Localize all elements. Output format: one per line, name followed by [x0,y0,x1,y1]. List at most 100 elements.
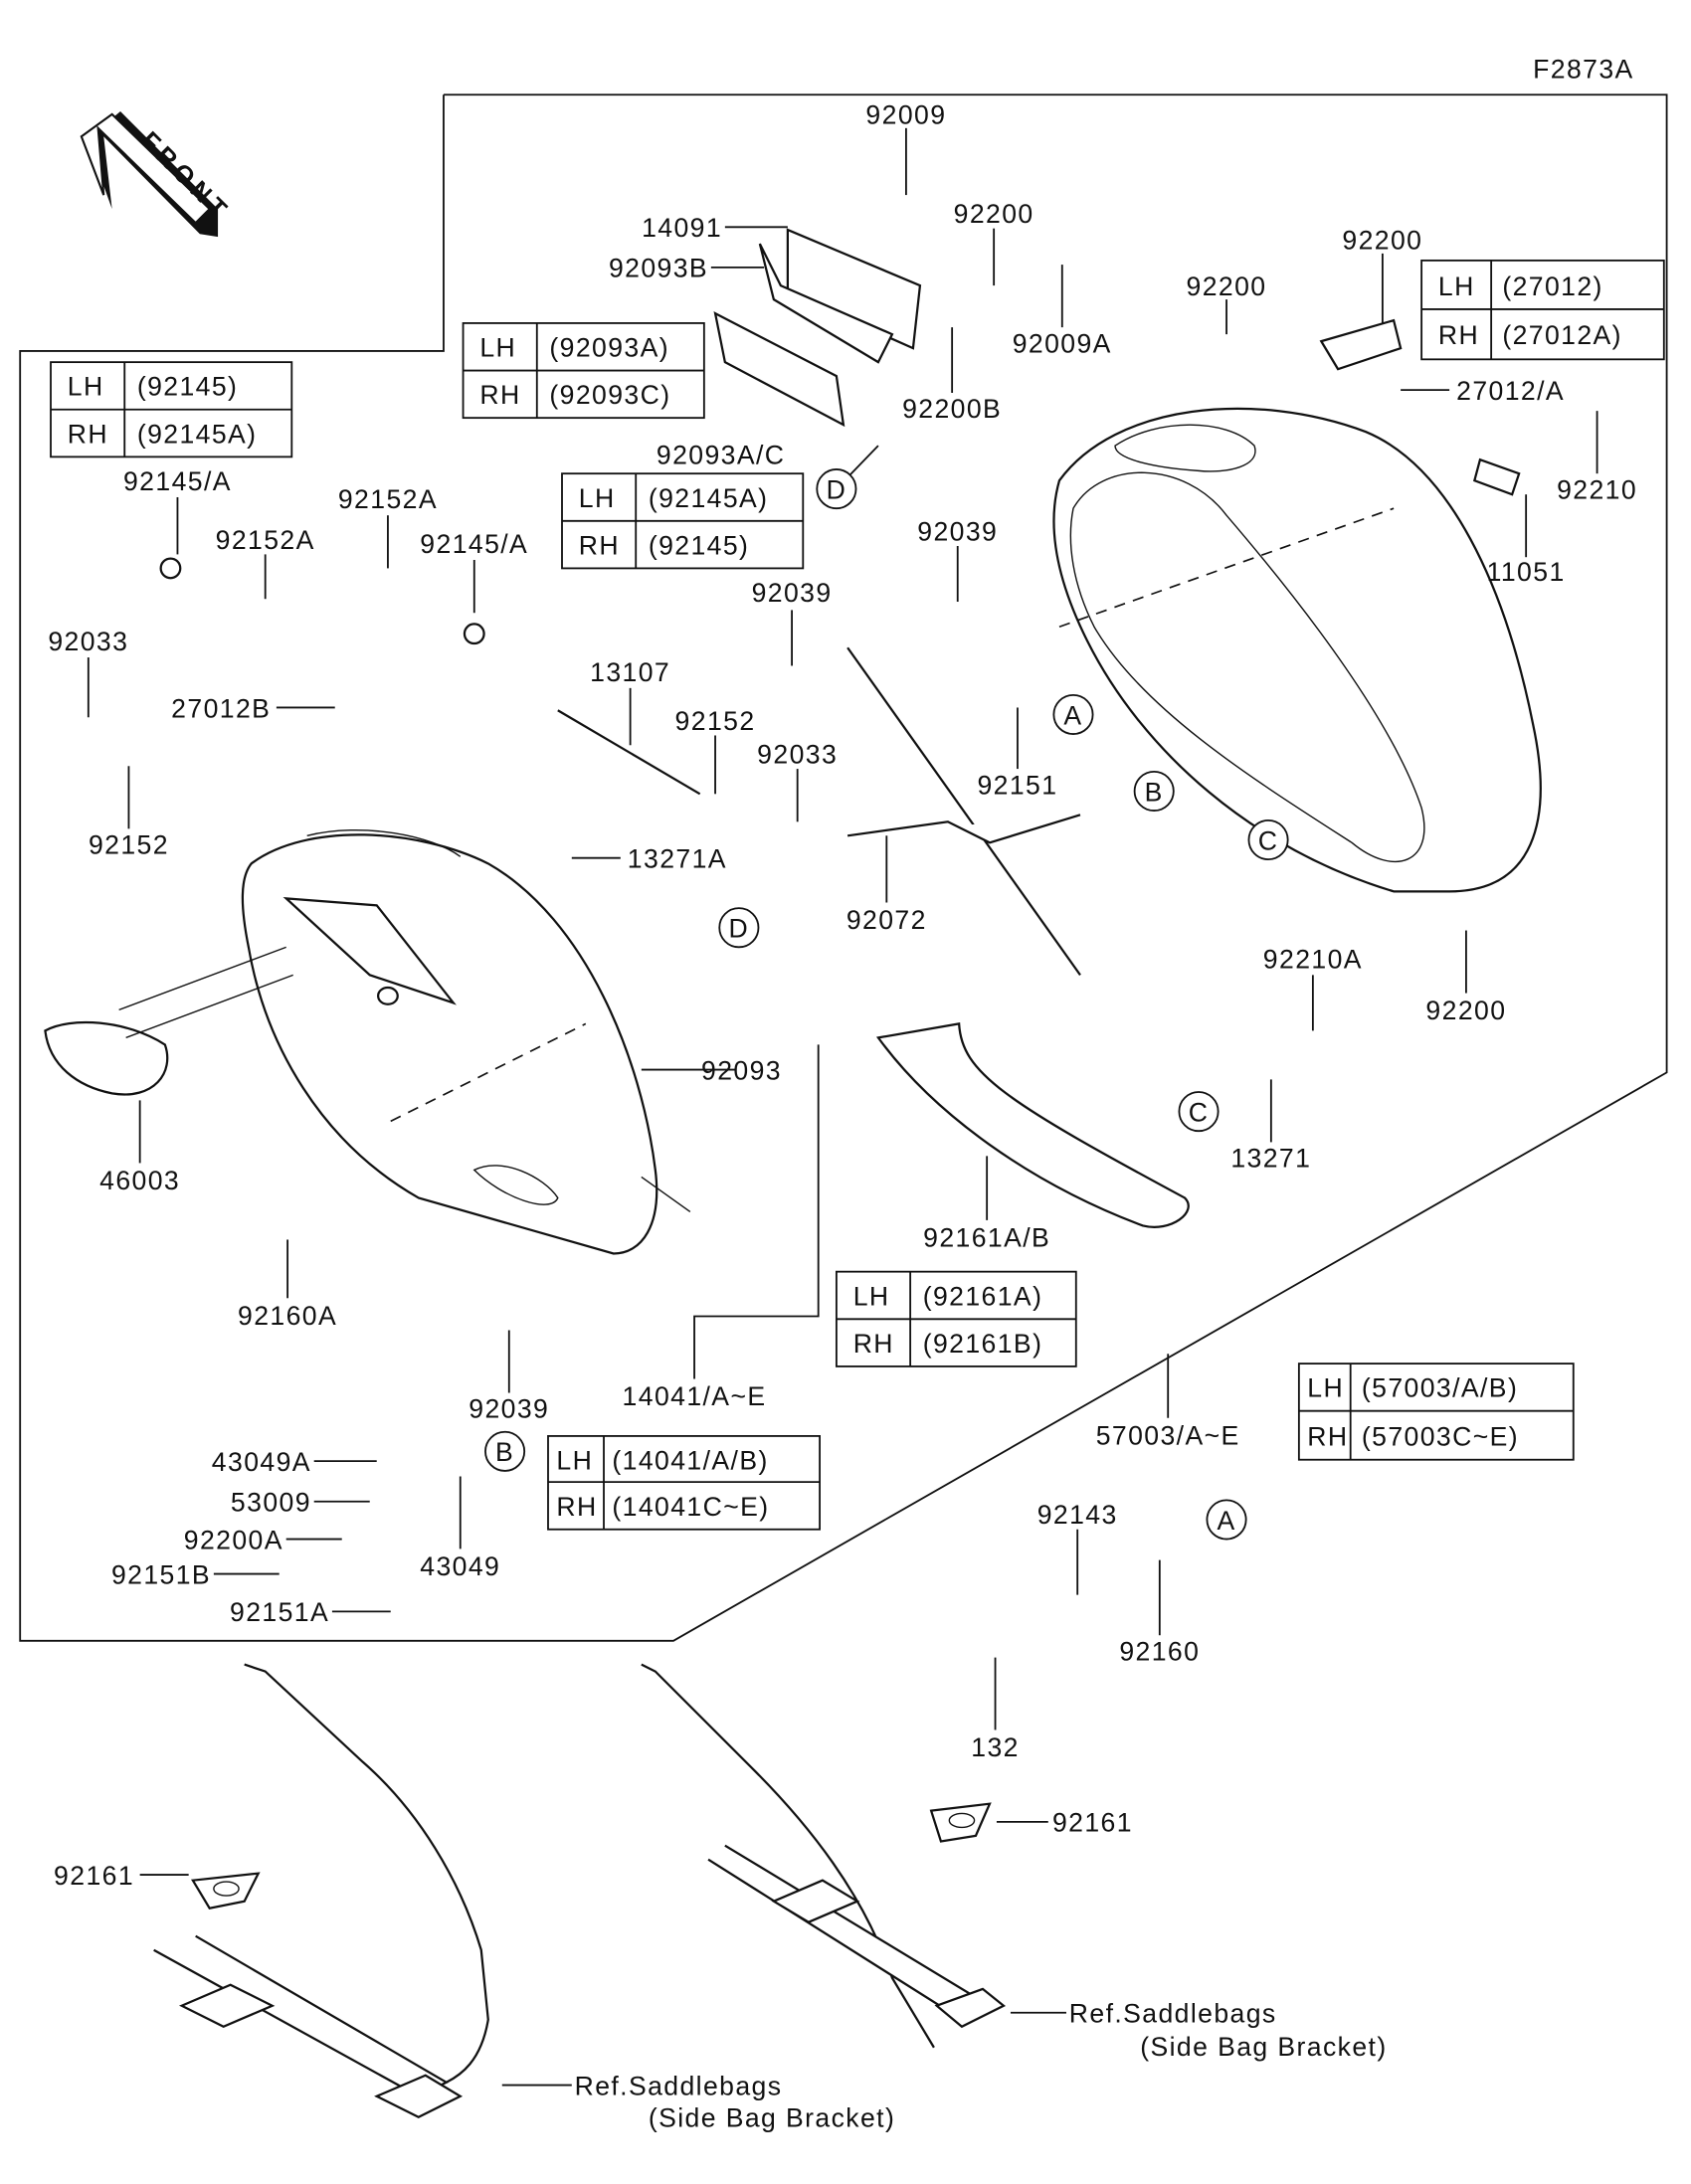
ref-note: Ref.Saddlebags [575,2071,783,2100]
callout: 92210 [1557,474,1637,504]
callout: 92033 [757,739,838,769]
callout: 92009A [1013,328,1112,358]
spring-icon [159,557,485,645]
ref-note: (Side Bag Bracket) [649,2103,895,2133]
lh-rh-table: LH(92145A) RH(92145) [561,472,805,570]
svg-text:(92145): (92145) [137,372,238,402]
leader-lines [87,127,1598,2087]
svg-text:RH: RH [556,1492,597,1522]
callout: 43049 [420,1551,500,1581]
callout: 92200 [1425,996,1506,1025]
callout: 92160A [238,1301,337,1331]
svg-text:(92093A): (92093A) [549,333,669,363]
svg-text:(92145): (92145) [649,530,749,560]
callout: 92039 [752,578,833,608]
lh-rh-table: LH (27012) RH (27012A) [1420,259,1665,361]
svg-text:RH: RH [479,380,520,410]
svg-text:B: B [1145,777,1164,807]
lh-rh-table: LH (14041/A/B) RH (14041C~E) [547,1435,822,1531]
callout: 92152A [338,484,438,514]
marker-b: B [484,1430,526,1472]
callout: 92093B [609,254,708,283]
svg-text:(27012A): (27012A) [1502,320,1622,350]
strap-part [846,646,1081,977]
front-arrow-icon: FRONT [80,111,236,238]
hinge-part [1472,457,1521,496]
svg-text:(27012): (27012) [1502,272,1602,301]
svg-text:RH: RH [853,1329,894,1359]
marker-a: A [1052,693,1094,735]
callout: 92151B [111,1559,211,1589]
callout: 13107 [590,657,670,687]
svg-text:(92145A): (92145A) [649,483,769,513]
callout: 92152 [675,706,756,736]
svg-text:LH: LH [68,372,104,402]
callout: 27012/A [1456,376,1565,406]
marker-d: D [816,468,857,510]
callout: 14041/A~E [623,1381,767,1411]
svg-text:LH: LH [1307,1373,1344,1403]
callout: 53009 [231,1488,311,1518]
callout: 92151 [977,770,1057,800]
callout: 92039 [469,1394,549,1424]
callout: 92160 [1119,1636,1200,1666]
marker-c: C [1247,819,1289,861]
svg-text:LH: LH [556,1446,593,1476]
callout: 92152A [216,525,315,555]
callout: 43049A [212,1447,311,1477]
callout: 14091 [642,213,722,243]
callout: 92093A/C [657,440,786,469]
svg-text:(57003/A/B): (57003/A/B) [1362,1373,1518,1403]
hinge-part [1319,318,1403,371]
callout: 92145/A [420,529,528,559]
reference-markers: D A B C D C B A [484,468,1289,1541]
svg-text:B: B [495,1437,514,1467]
callout: 132 [971,1732,1020,1762]
callout: 92200 [954,199,1034,229]
lh-rh-table: LH (57003/A/B) RH (57003C~E) [1297,1363,1575,1461]
svg-text:D: D [729,914,750,944]
callout: 92200A [184,1525,283,1554]
callout: 92152 [89,830,169,860]
callout: 92161 [1052,1808,1133,1838]
saddlebag-left [241,829,691,1255]
svg-text:RH: RH [1438,320,1479,350]
marker-c: C [1178,1091,1220,1133]
svg-text:(14041C~E): (14041C~E) [612,1492,769,1522]
callout: 92093 [701,1055,782,1085]
svg-text:RH: RH [68,419,108,449]
callout: 92009 [865,100,946,130]
lh-rh-table: LH(92161A) RH(92161B) [835,1270,1077,1367]
assembly-frame [19,93,1668,1642]
svg-text:(57003C~E): (57003C~E) [1362,1422,1519,1452]
svg-text:(92161B): (92161B) [923,1329,1043,1359]
callout: 57003/A~E [1096,1420,1240,1450]
svg-text:A: A [1063,700,1082,730]
svg-text:C: C [1189,1097,1210,1127]
callout: 92161 [54,1861,134,1891]
callout: 92143 [1037,1500,1118,1530]
callout: 13271 [1230,1144,1311,1174]
callout: 27012B [171,693,271,723]
latch-part [44,946,293,1096]
callout: 92039 [917,516,998,546]
svg-text:LH: LH [479,333,516,363]
callout: 92033 [48,627,128,656]
marker-d: D [718,907,760,949]
svg-text:(92093C): (92093C) [549,380,670,410]
rod-part [557,709,701,796]
svg-text:A: A [1217,1506,1235,1536]
ref-note: Ref.Saddlebags [1069,1999,1277,2029]
svg-text:D: D [827,474,847,504]
svg-text:(14041/A/B): (14041/A/B) [612,1446,768,1476]
callout: 92151A [230,1597,329,1627]
svg-text:RH: RH [1307,1422,1348,1452]
bracket-part [713,228,922,428]
callout: 92161A/B [923,1222,1050,1252]
callout: 92072 [846,905,927,935]
callout-labels: 92009 14091 92093B 92200 92009A 92200B 9… [48,100,1637,2133]
svg-text:LH: LH [1438,272,1475,301]
side-bag-bracket-right [641,1663,1007,2049]
svg-text:(92145A): (92145A) [137,419,258,449]
lh-rh-table: LH (92145) RH (92145A) [50,361,293,458]
